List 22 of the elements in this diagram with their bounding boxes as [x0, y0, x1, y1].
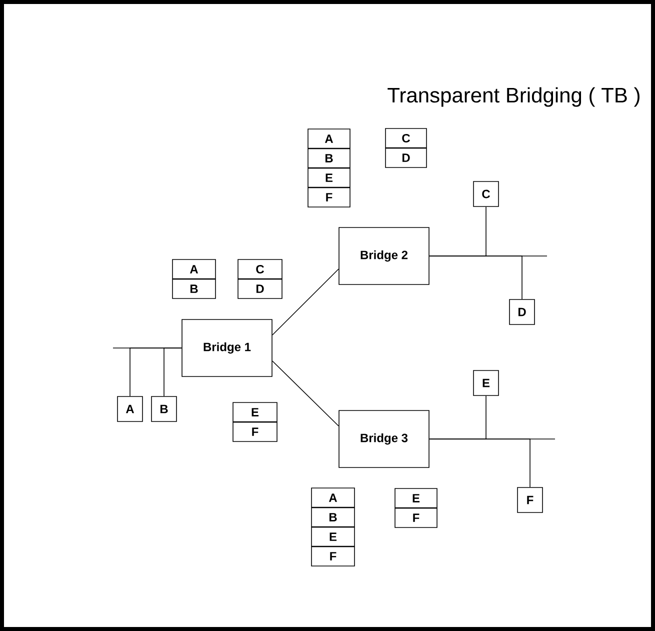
- forwarding-table: E F: [394, 488, 438, 528]
- link-line: [429, 256, 522, 300]
- link-line: [272, 360, 339, 426]
- host-box: D: [509, 299, 535, 325]
- link-line: [429, 438, 530, 488]
- link-line: [164, 348, 182, 396]
- link-line: [272, 268, 339, 336]
- bridge-box: Bridge 1: [182, 319, 272, 377]
- forwarding-table: A B E F: [308, 128, 350, 208]
- bridge-box: Bridge 3: [338, 410, 430, 468]
- forwarding-table: C D: [238, 259, 282, 299]
- host-box: F: [517, 487, 543, 513]
- forwarding-table: C D: [385, 128, 427, 168]
- host-box: A: [117, 396, 143, 422]
- forwarding-table: A B E F: [311, 488, 355, 566]
- forwarding-table: E F: [232, 402, 278, 442]
- host-box: C: [473, 181, 499, 207]
- bridge-box: Bridge 2: [338, 227, 430, 285]
- host-box: B: [151, 396, 177, 422]
- title: Transparent Bridging ( TB ): [388, 87, 640, 107]
- forwarding-table: A B: [172, 259, 216, 299]
- host-box: E: [473, 370, 499, 396]
